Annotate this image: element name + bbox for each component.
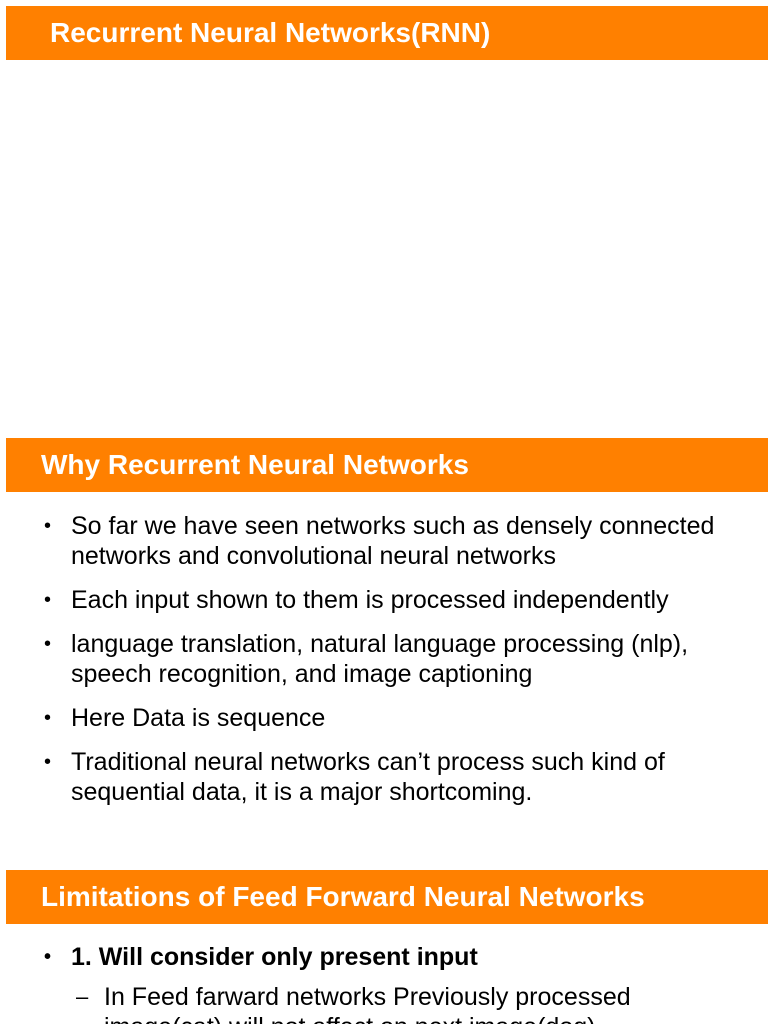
- bullet-text: So far we have seen networks such as den…: [71, 512, 715, 570]
- list-item: • 1. Will consider only present input: [44, 942, 744, 972]
- bullet-text: Each input shown to them is processed in…: [71, 586, 669, 614]
- bullet-icon: •: [44, 633, 52, 655]
- bullet-icon: •: [44, 751, 52, 773]
- bullet-icon: •: [44, 515, 52, 537]
- list-item: • Here Data is sequence: [44, 703, 744, 733]
- bullet-list: • So far we have seen networks such as d…: [44, 511, 744, 821]
- list-item: • Traditional neural networks can’t proc…: [44, 747, 744, 807]
- slide-limitations: Limitations of Feed Forward Neural Netwo…: [0, 864, 768, 1024]
- sub-bullet-text: In Feed farward networks Previously proc…: [104, 983, 631, 1024]
- slide-1-title: Recurrent Neural Networks(RNN): [6, 6, 768, 60]
- slide-2-title: Why Recurrent Neural Networks: [6, 438, 768, 492]
- bullet-icon: •: [44, 589, 52, 611]
- sub-list-item: – In Feed farward networks Previously pr…: [76, 982, 744, 1024]
- bullet-text: 1. Will consider only present input: [71, 943, 478, 971]
- bullet-text: language translation, natural language p…: [71, 630, 689, 688]
- bullet-list: • 1. Will consider only present input – …: [44, 942, 744, 1024]
- bullet-text: Traditional neural networks can’t proces…: [71, 748, 665, 806]
- slide-why-rnn: Why Recurrent Neural Networks • So far w…: [0, 432, 768, 862]
- list-item: • Each input shown to them is processed …: [44, 585, 744, 615]
- bullet-text: Here Data is sequence: [71, 704, 326, 732]
- slide-title: Recurrent Neural Networks(RNN): [0, 0, 768, 430]
- list-item: • language translation, natural language…: [44, 629, 744, 689]
- bullet-icon: •: [44, 946, 52, 968]
- list-item: • So far we have seen networks such as d…: [44, 511, 744, 571]
- bullet-icon: •: [44, 707, 52, 729]
- slide-3-title: Limitations of Feed Forward Neural Netwo…: [6, 870, 768, 924]
- dash-icon: –: [76, 984, 89, 1009]
